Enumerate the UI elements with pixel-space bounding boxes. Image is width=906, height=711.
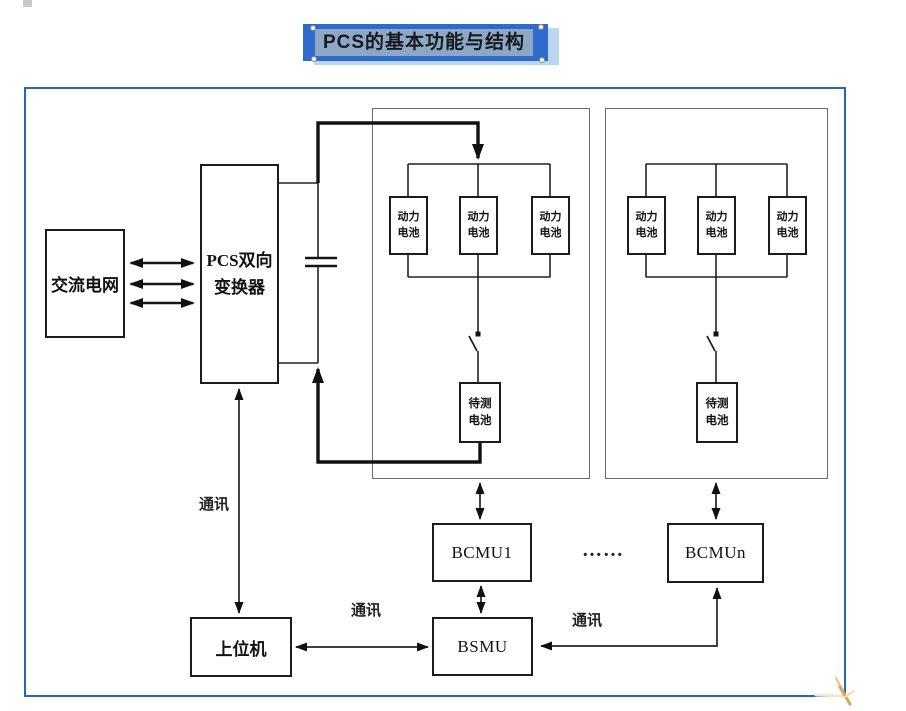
pcs-converter-box: PCS双向 变换器 [200, 164, 279, 384]
selection-handle[interactable] [538, 24, 544, 30]
switch-icon [706, 331, 719, 352]
group2-bus-lines [645, 163, 788, 383]
ellipsis-label: …… [582, 539, 624, 561]
comm-label: 通讯 [198, 497, 229, 513]
test-battery-box: 待测 电池 [459, 382, 501, 443]
dc-link-lines [279, 182, 319, 364]
power-battery-box: 动力 电池 [459, 196, 498, 255]
scrollbar-artifact [23, 0, 32, 7]
bcmu1-box: BCMU1 [432, 523, 532, 582]
switch-icon [468, 331, 481, 352]
comm-label: 通讯 [571, 613, 602, 629]
bcmun-box: BCMUn [667, 523, 764, 583]
bsmu-box: BSMU [432, 617, 533, 676]
group1-bus-lines [407, 163, 551, 383]
power-battery-box: 动力 电池 [697, 196, 736, 255]
selection-handle[interactable] [310, 25, 316, 31]
ac-pcs-arrows [129, 258, 195, 308]
power-battery-box: 动力 电池 [768, 196, 807, 255]
selection-handle[interactable] [311, 56, 317, 62]
comm-label: 通讯 [350, 603, 381, 619]
power-battery-box: 动力 电池 [531, 196, 570, 255]
comm-arrows [234, 388, 722, 652]
capacitor-icon [305, 256, 337, 268]
battery-group-2 [605, 108, 828, 479]
test-battery-box: 待测 电池 [696, 382, 738, 443]
page-title[interactable]: PCS的基本功能与结构 [315, 29, 533, 56]
ac-grid-box: 交流电网 [45, 229, 125, 338]
battery-group-1 [372, 108, 590, 479]
power-battery-box: 动力 电池 [389, 196, 428, 255]
power-battery-box: 动力 电池 [627, 196, 666, 255]
power-feed-lines [312, 121, 484, 464]
host-computer-box: 上位机 [190, 617, 292, 677]
selection-handle[interactable] [539, 57, 545, 63]
sparkle-decoration [814, 676, 855, 706]
